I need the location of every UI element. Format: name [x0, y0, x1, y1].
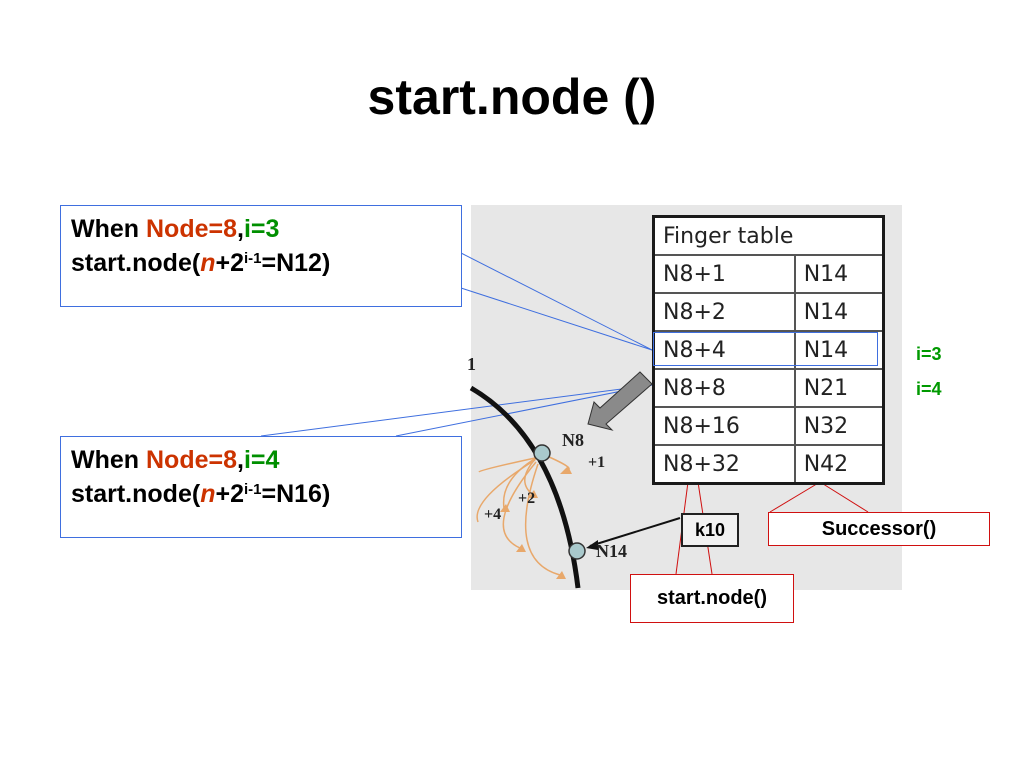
startnode-label: start.node() [657, 587, 767, 609]
node-value: Node=8 [146, 215, 238, 243]
ring-label-plus2: +2 [518, 490, 535, 507]
comma: , [237, 446, 244, 474]
finger-start: N8+8 [652, 368, 796, 408]
finger-start: N8+1 [652, 254, 796, 294]
call-prefix: start.node( [71, 480, 201, 508]
finger-table: Finger table N8+1 N14 N8+2 N14 N8+4 N14 … [652, 215, 885, 485]
side-label-i4: i=4 [916, 379, 942, 399]
node-n14 [568, 542, 586, 560]
successor-box: Successor() [768, 512, 990, 546]
callout-i3-line2: start.node(n+2i-1=N12) [71, 246, 451, 280]
finger-successor: N21 [793, 368, 885, 408]
table-row: N8+2 N14 [652, 292, 885, 332]
ring-label-plus4: +4 [484, 506, 501, 523]
key-k10-label: k10 [694, 520, 726, 540]
connector-top-lower [460, 287, 653, 351]
table-row: N8+16 N32 [652, 406, 885, 446]
callout-i4-line1: When Node=8,i=4 [71, 443, 451, 477]
finger-successor: N14 [793, 292, 885, 332]
callout-i3-line1: When Node=8,i=3 [71, 212, 451, 246]
table-row: N8+8 N21 [652, 368, 885, 408]
callout-i4: When Node=8,i=4 start.node(n+2i-1=N16) [60, 436, 462, 538]
key-arrow-line [589, 517, 681, 547]
call-prefix: start.node( [71, 249, 201, 277]
finger-successor: N32 [793, 406, 885, 446]
connector-bottom-upper [395, 384, 653, 437]
callout-i3: When Node=8,i=3 start.node(n+2i-1=N12) [60, 205, 462, 307]
call-result: =N12) [261, 249, 331, 277]
when-label: When [71, 446, 146, 474]
ring-label-plus1: +1 [588, 454, 605, 471]
table-row: N8+1 N14 [652, 254, 885, 294]
i-value: i=3 [243, 215, 280, 243]
call-result: =N16) [261, 480, 331, 508]
successor-connector-right [819, 481, 869, 513]
finger-start: N8+32 [652, 444, 796, 485]
finger-table-header: Finger table [652, 215, 885, 256]
callout-i4-line2: start.node(n+2i-1=N16) [71, 477, 451, 511]
exponent: i-1 [243, 250, 262, 267]
table-row: N8+32 N42 [652, 444, 885, 485]
successor-connector-left [769, 481, 821, 513]
ring-label-n14: N14 [596, 541, 627, 561]
lookup-arrow [587, 371, 653, 431]
startnode-box: start.node() [630, 574, 794, 623]
plus-power: +2 [215, 480, 244, 508]
node-n8 [533, 444, 551, 462]
successor-label: Successor() [821, 518, 937, 540]
n-variable: n [200, 249, 216, 277]
finger-table-header-row: Finger table [652, 215, 885, 256]
i-value: i=4 [243, 446, 280, 474]
key-k10-box: k10 [681, 513, 739, 547]
exponent: i-1 [243, 481, 262, 498]
comma: , [237, 215, 244, 243]
connector-top-upper [460, 252, 653, 351]
node-value: Node=8 [146, 446, 238, 474]
slide-title: start.node () [367, 69, 657, 125]
ring-label-n8: N8 [562, 430, 584, 450]
connector-bottom-lower [260, 384, 653, 437]
key-arrowhead [586, 540, 598, 550]
side-label-i3: i=3 [916, 344, 942, 364]
when-label: When [71, 215, 146, 243]
finger-start: N8+16 [652, 406, 796, 446]
finger-successor: N14 [793, 254, 885, 294]
row-highlight-box [653, 332, 878, 366]
finger-successor: N42 [793, 444, 885, 485]
n-variable: n [200, 480, 216, 508]
finger-start: N8+2 [652, 292, 796, 332]
ring-label-partial: 1 [467, 354, 476, 374]
plus-power: +2 [215, 249, 244, 277]
finger-arrowheads [500, 466, 572, 579]
